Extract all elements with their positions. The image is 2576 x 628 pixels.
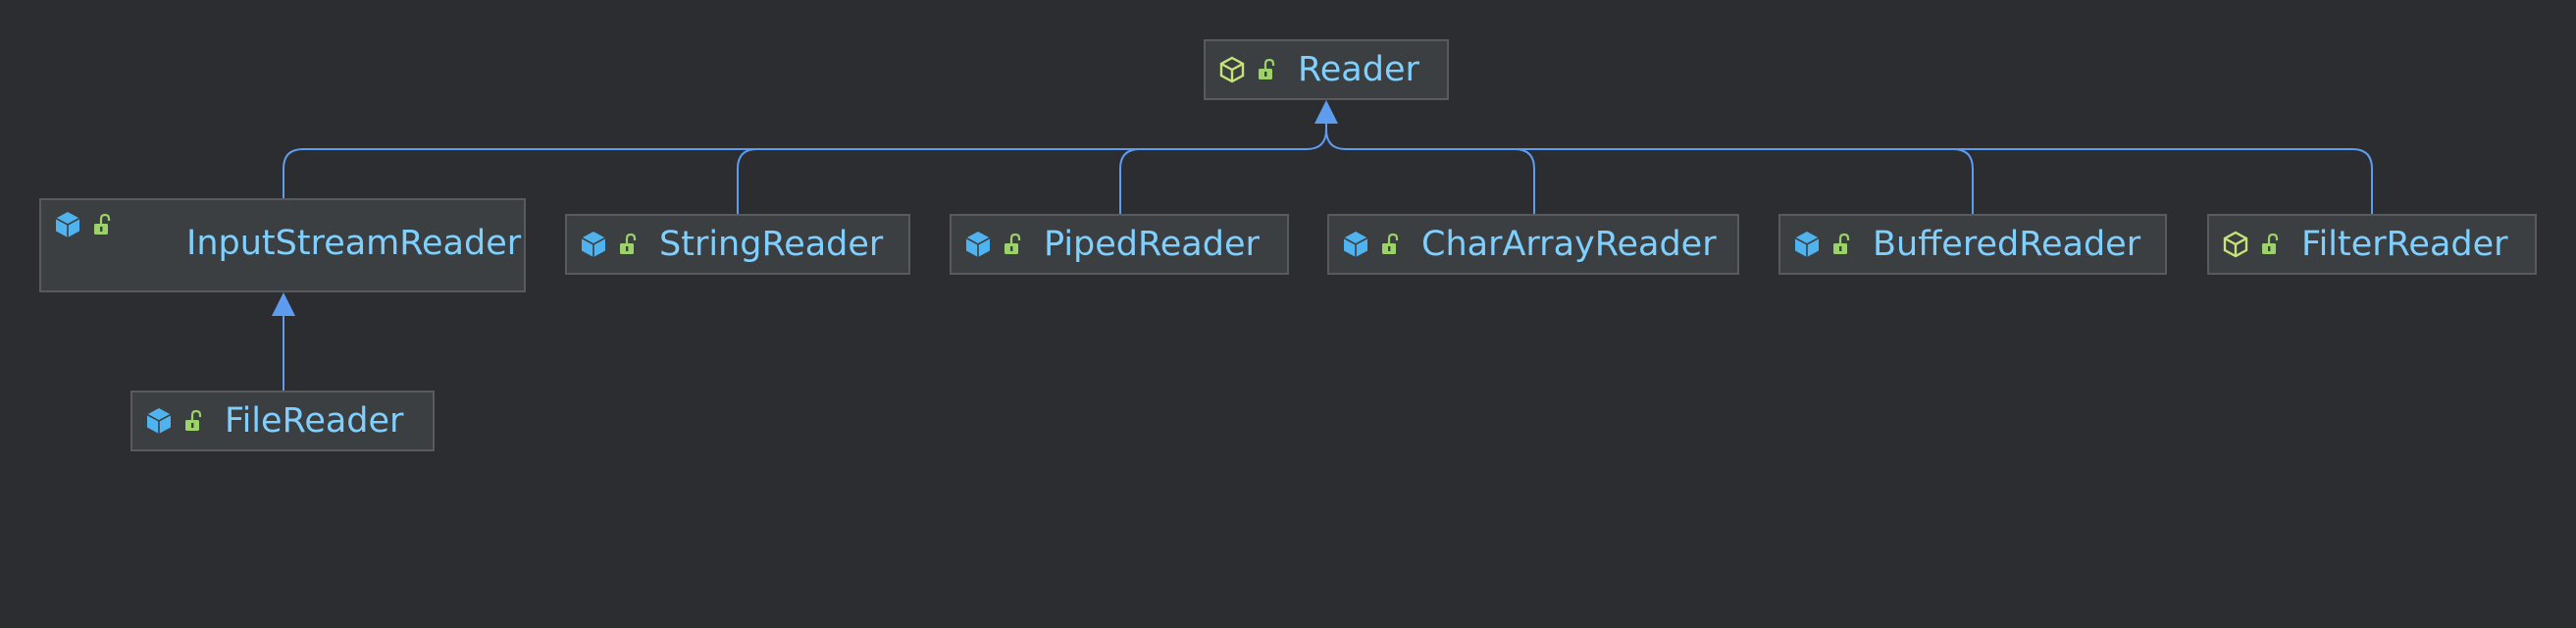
class-icon (1343, 232, 1368, 257)
arrowhead-reader (1314, 100, 1338, 124)
node-chararrayreader[interactable]: CharArrayReader (1327, 214, 1739, 275)
edge-stringreader-to-reader (737, 148, 758, 214)
abstract-class-icon (2223, 231, 2248, 258)
unlocked-icon (2262, 233, 2279, 254)
node-filereader[interactable]: FileReader (130, 391, 435, 451)
edge-bufferedreader-to-reader (1515, 148, 1974, 214)
node-label: BufferedReader (1873, 225, 2141, 264)
edge-inputstreamreader-to-reader (283, 110, 1327, 198)
node-inputstreamreader[interactable]: InputStreamReader (39, 198, 526, 292)
unlocked-icon (1005, 233, 1021, 254)
unlocked-icon (1259, 58, 1275, 79)
node-label: InputStreamReader (186, 224, 522, 263)
class-icon (55, 212, 80, 237)
node-label: CharArrayReader (1421, 225, 1717, 264)
node-bufferedreader[interactable]: BufferedReader (1778, 214, 2167, 275)
node-stringreader[interactable]: StringReader (565, 214, 910, 275)
unlocked-icon (620, 233, 637, 254)
unlocked-icon (94, 213, 111, 235)
unlocked-icon (1382, 233, 1399, 254)
edge-pipedreader-to-reader (1119, 148, 1141, 214)
edge-chararrayreader-to-reader (1325, 129, 1535, 214)
node-label: FileReader (225, 401, 404, 441)
edge-filterreader-to-reader (1953, 148, 2373, 214)
class-icon (146, 408, 172, 434)
node-filterreader[interactable]: FilterReader (2207, 214, 2537, 275)
class-icon (965, 232, 991, 257)
node-pipedreader[interactable]: PipedReader (950, 214, 1289, 275)
class-icon (1794, 232, 1820, 257)
node-label: Reader (1298, 50, 1419, 89)
node-label: PipedReader (1044, 225, 1260, 264)
node-label: StringReader (659, 225, 884, 264)
class-icon (581, 232, 606, 257)
unlocked-icon (1833, 233, 1850, 254)
arrowhead-inputstreamreader (272, 292, 295, 316)
unlocked-icon (185, 409, 202, 431)
node-label: FilterReader (2301, 225, 2508, 264)
node-reader[interactable]: Reader (1204, 39, 1449, 100)
abstract-class-icon (1219, 56, 1245, 83)
